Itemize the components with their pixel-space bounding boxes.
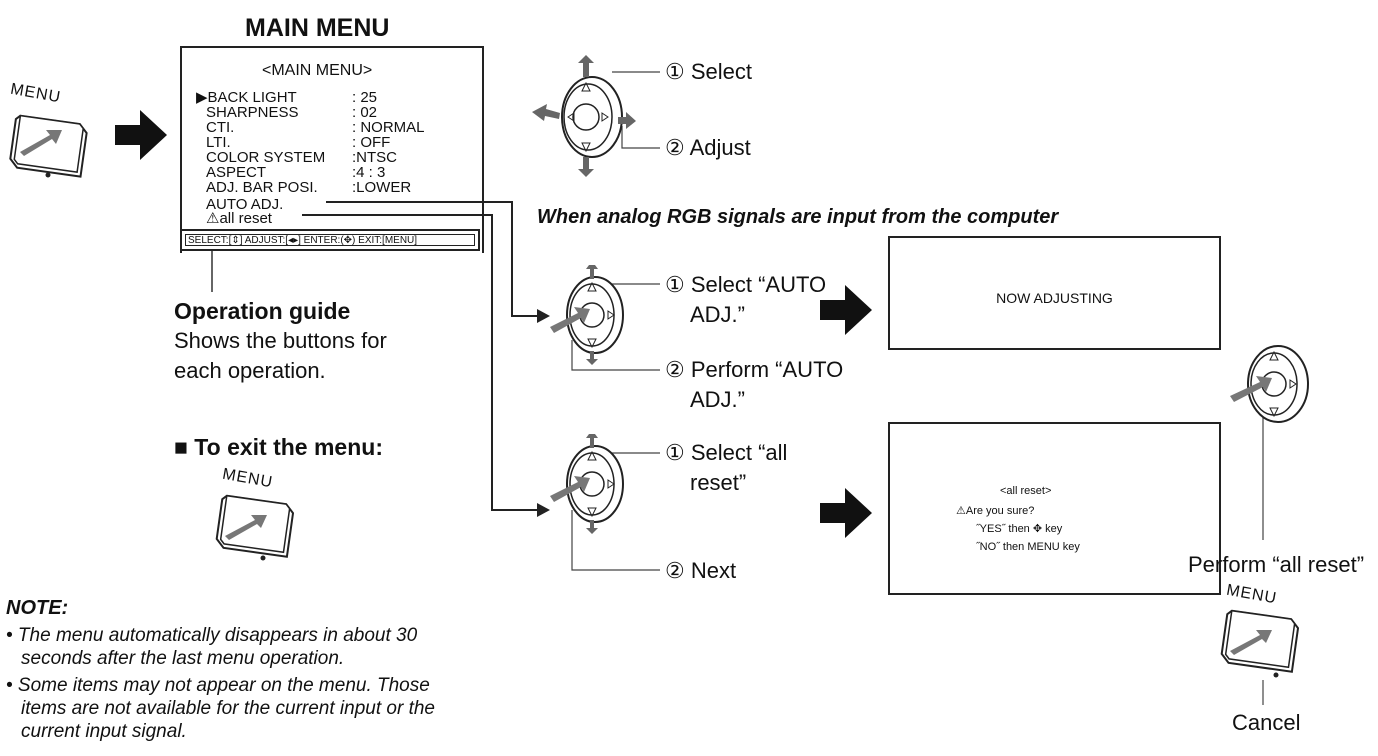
- auto-perform-line1: ② Perform “AUTO: [665, 357, 844, 382]
- menu-item-all-reset[interactable]: ⚠all reset: [206, 210, 272, 227]
- menu-item-cti[interactable]: CTI.: [206, 119, 235, 136]
- main-menu-title: MAIN MENU: [245, 14, 390, 42]
- right-arrow-icon: [820, 488, 872, 538]
- menu-item-auto-adj[interactable]: AUTO ADJ.: [206, 196, 284, 213]
- cancel-label: Cancel: [1232, 710, 1301, 735]
- reset-select-line1: ① Select “all: [665, 440, 788, 465]
- note-bullet2-line2: items are not available for the current …: [21, 698, 436, 719]
- right-arrow-icon: [820, 285, 872, 335]
- cancel-menu-button-icon: [1220, 609, 1300, 678]
- dial-all-reset-icon: [550, 434, 624, 534]
- auto-select-line1: ① Select “AUTO: [665, 272, 827, 297]
- main-menu-panel: <MAIN MENU> ▶BACK LIGHT : 25 SHARPNESS :…: [180, 46, 484, 253]
- operation-guide-heading: Operation guide: [174, 298, 351, 324]
- dial-select-adjust-icon: [532, 55, 636, 177]
- now-adjusting-screen: NOW ADJUSTING: [888, 236, 1221, 350]
- menu-item-adj-bar-posi[interactable]: ADJ. BAR POSI.: [206, 179, 318, 196]
- note-bullet2-line1: • Some items may not appear on the menu.…: [6, 675, 430, 696]
- auto-perform-line2: ADJ.”: [690, 387, 745, 412]
- exit-menu-heading: ■ To exit the menu:: [174, 434, 383, 460]
- note-bullet1-line2: seconds after the last menu operation.: [21, 648, 345, 669]
- operation-guide-text: SELECT:[⇕] ADJUST:[◂▸] ENTER:(✥) EXIT:[M…: [185, 234, 475, 246]
- menu-item-sharpness[interactable]: SHARPNESS: [206, 104, 299, 121]
- note-bullet2-line3: current input signal.: [21, 721, 187, 742]
- menu-value-lti: : OFF: [352, 134, 391, 151]
- all-reset-screen-no: ˝NO˝ then MENU key: [976, 541, 1080, 553]
- right-arrow-icon: [115, 110, 167, 160]
- all-reset-screen-yes: ˝YES˝ then ✥ key: [976, 523, 1063, 535]
- operation-guide-line2: each operation.: [174, 358, 326, 383]
- analog-rgb-heading: When analog RGB signals are input from t…: [537, 206, 1059, 228]
- perform-all-reset-label: Perform “all reset”: [1188, 552, 1365, 577]
- all-reset-screen: <all reset> ⚠Are you sure? ˝YES˝ then ✥ …: [888, 422, 1221, 595]
- reset-select-line2: reset”: [690, 470, 747, 495]
- menu-item-lti[interactable]: LTI.: [206, 134, 231, 151]
- menu-value-back-light: : 25: [352, 89, 378, 106]
- dial-perform-reset-icon: [1230, 345, 1309, 423]
- all-reset-screen-question: ⚠Are you sure?: [956, 505, 1035, 517]
- menu-item-back-light[interactable]: ▶BACK LIGHT: [196, 89, 297, 106]
- auto-select-line2: ADJ.”: [690, 302, 745, 327]
- dial-auto-adj-icon: [550, 265, 624, 365]
- note-bullet1-line1: • The menu automatically disappears in a…: [6, 625, 418, 646]
- menu-value-cti: : NORMAL: [352, 119, 425, 136]
- operation-guide-line1: Shows the buttons for: [174, 328, 387, 353]
- menu-button-icon: [9, 114, 88, 178]
- reset-next-label: ② Next: [665, 558, 737, 583]
- menu-header: <MAIN MENU>: [262, 62, 373, 79]
- adjust-label: ② Adjust: [665, 135, 751, 160]
- menu-value-adj-bar-posi: :LOWER: [352, 179, 412, 196]
- operation-guide-bar: SELECT:[⇕] ADJUST:[◂▸] ENTER:(✥) EXIT:[M…: [180, 229, 480, 251]
- all-reset-screen-title: <all reset>: [1000, 485, 1052, 497]
- menu-item-aspect[interactable]: ASPECT: [206, 164, 267, 181]
- exit-menu-button-icon: [215, 494, 295, 561]
- note-heading: NOTE:: [6, 597, 69, 619]
- menu-item-color-system[interactable]: COLOR SYSTEM: [206, 149, 326, 166]
- now-adjusting-text: NOW ADJUSTING: [996, 290, 1113, 306]
- menu-value-sharpness: : 02: [352, 104, 378, 121]
- menu-value-aspect: :4 : 3: [352, 164, 386, 181]
- menu-value-color-system: :NTSC: [352, 149, 397, 166]
- select-label: ① Select: [665, 59, 752, 84]
